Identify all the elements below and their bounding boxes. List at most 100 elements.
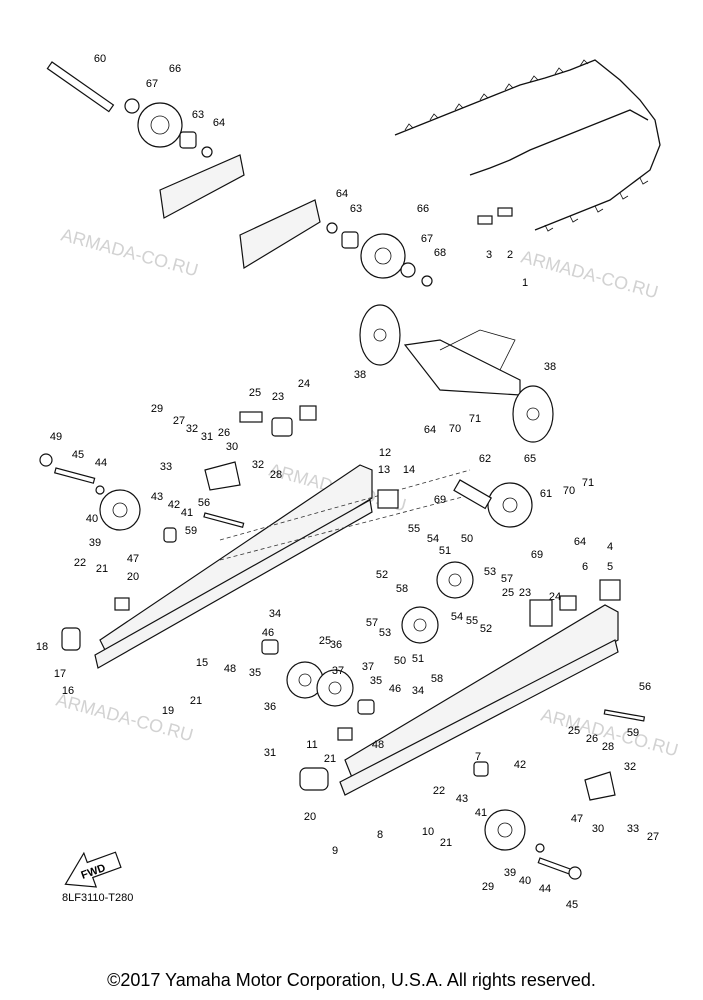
callout-21: 21: [440, 837, 452, 849]
callout-48: 48: [224, 663, 236, 675]
callout-67: 67: [146, 78, 158, 90]
callout-35: 35: [370, 675, 382, 687]
callout-33: 33: [160, 461, 172, 473]
callout-60: 60: [94, 53, 106, 65]
callout-49: 49: [0, 0, 6, 3]
track-clips: [477, 207, 513, 225]
callout-57: 57: [501, 573, 513, 585]
callout-71: 71: [582, 477, 594, 489]
callout-25: 25: [568, 725, 580, 737]
callout-21: 21: [190, 695, 202, 707]
callout-45: 45: [566, 899, 578, 911]
callout-63: 63: [350, 203, 362, 215]
callout-7: 7: [475, 751, 481, 763]
callout-24: 24: [298, 378, 310, 390]
callout-38: 38: [544, 361, 556, 373]
callout-2: 2: [507, 249, 513, 261]
callout-25: 25: [502, 587, 514, 599]
callout-30: 30: [226, 441, 238, 453]
callout-63: 63: [192, 109, 204, 121]
callout-17: 17: [54, 668, 66, 680]
callout-20: 20: [127, 571, 139, 583]
callout-38: 38: [354, 369, 366, 381]
callout-49: 49: [50, 431, 62, 443]
callout-40: 40: [519, 875, 531, 887]
callout-3: 3: [486, 249, 492, 261]
callout-10: 10: [422, 826, 434, 838]
rear-axle-assembly: [359, 304, 554, 443]
callout-11: 11: [306, 739, 317, 751]
watermark-1: ARMADA-CO.RU: [59, 225, 200, 281]
callout-42: 42: [514, 759, 526, 771]
callout-26: 26: [586, 733, 598, 745]
callout-26: 26: [218, 427, 230, 439]
callout-39: 39: [89, 537, 101, 549]
callout-54: 54: [427, 533, 439, 545]
callout-64: 64: [574, 536, 586, 548]
callout-48: 48: [372, 739, 384, 751]
callout-39: 39: [504, 867, 516, 879]
small-parts: [39, 405, 646, 880]
callout-12: 12: [379, 447, 391, 459]
callout-37: 37: [332, 665, 344, 677]
left-slide-rail: [94, 464, 471, 669]
callout-50: 50: [394, 655, 406, 667]
callout-36: 36: [330, 639, 342, 651]
callout-57: 57: [366, 617, 378, 629]
callout-47: 47: [571, 813, 583, 825]
callout-66: 66: [169, 63, 181, 75]
upper-idler-assembly: [46, 61, 433, 287]
callout-46: 46: [389, 683, 401, 695]
callout-37: 37: [362, 661, 374, 673]
callout-24: 24: [549, 591, 561, 603]
callout-69: 69: [434, 494, 446, 506]
callout-40: 40: [86, 513, 98, 525]
callout-56: 56: [639, 681, 651, 693]
right-slide-rail: [339, 604, 619, 796]
track-belt: [394, 59, 661, 232]
callout-50: 50: [461, 533, 473, 545]
callout-21: 21: [96, 563, 108, 575]
callout-29: 29: [482, 881, 494, 893]
callout-69: 69: [531, 549, 543, 561]
callout-21: 21: [324, 753, 336, 765]
callout-67: 67: [421, 233, 433, 245]
callout-70: 70: [449, 423, 461, 435]
callout-45: 45: [72, 449, 84, 461]
callout-53: 53: [484, 566, 496, 578]
callout-53: 53: [379, 627, 391, 639]
callout-64: 64: [424, 424, 436, 436]
callout-25: 25: [249, 387, 261, 399]
callout-59: 59: [627, 727, 639, 739]
callout-62: 62: [479, 453, 491, 465]
callout-55: 55: [408, 523, 420, 535]
callout-64: 64: [213, 117, 225, 129]
callout-8: 8: [377, 829, 383, 841]
callout-31: 31: [201, 431, 213, 443]
callout-22: 22: [74, 557, 86, 569]
callout-59: 59: [185, 525, 197, 537]
callout-27: 27: [647, 831, 659, 843]
callout-44: 44: [539, 883, 551, 895]
callout-64: 64: [336, 188, 348, 200]
callout-56: 56: [198, 497, 210, 509]
callout-13: 13: [378, 464, 390, 476]
callout-4: 4: [607, 541, 613, 553]
callout-9: 9: [332, 845, 338, 857]
callout-54: 54: [451, 611, 463, 623]
callout-20: 20: [304, 811, 316, 823]
callout-27: 27: [173, 415, 185, 427]
callout-70: 70: [563, 485, 575, 497]
callout-23: 23: [519, 587, 531, 599]
callout-43: 43: [456, 793, 468, 805]
callout-41: 41: [475, 807, 487, 819]
callout-29: 29: [151, 403, 163, 415]
callout-23: 23: [272, 391, 284, 403]
callout-34: 34: [269, 608, 281, 620]
callout-51: 51: [439, 545, 451, 557]
callout-42: 42: [168, 499, 180, 511]
callout-55: 55: [466, 615, 478, 627]
callout-66: 66: [417, 203, 429, 215]
callout-1: 1: [522, 277, 528, 289]
